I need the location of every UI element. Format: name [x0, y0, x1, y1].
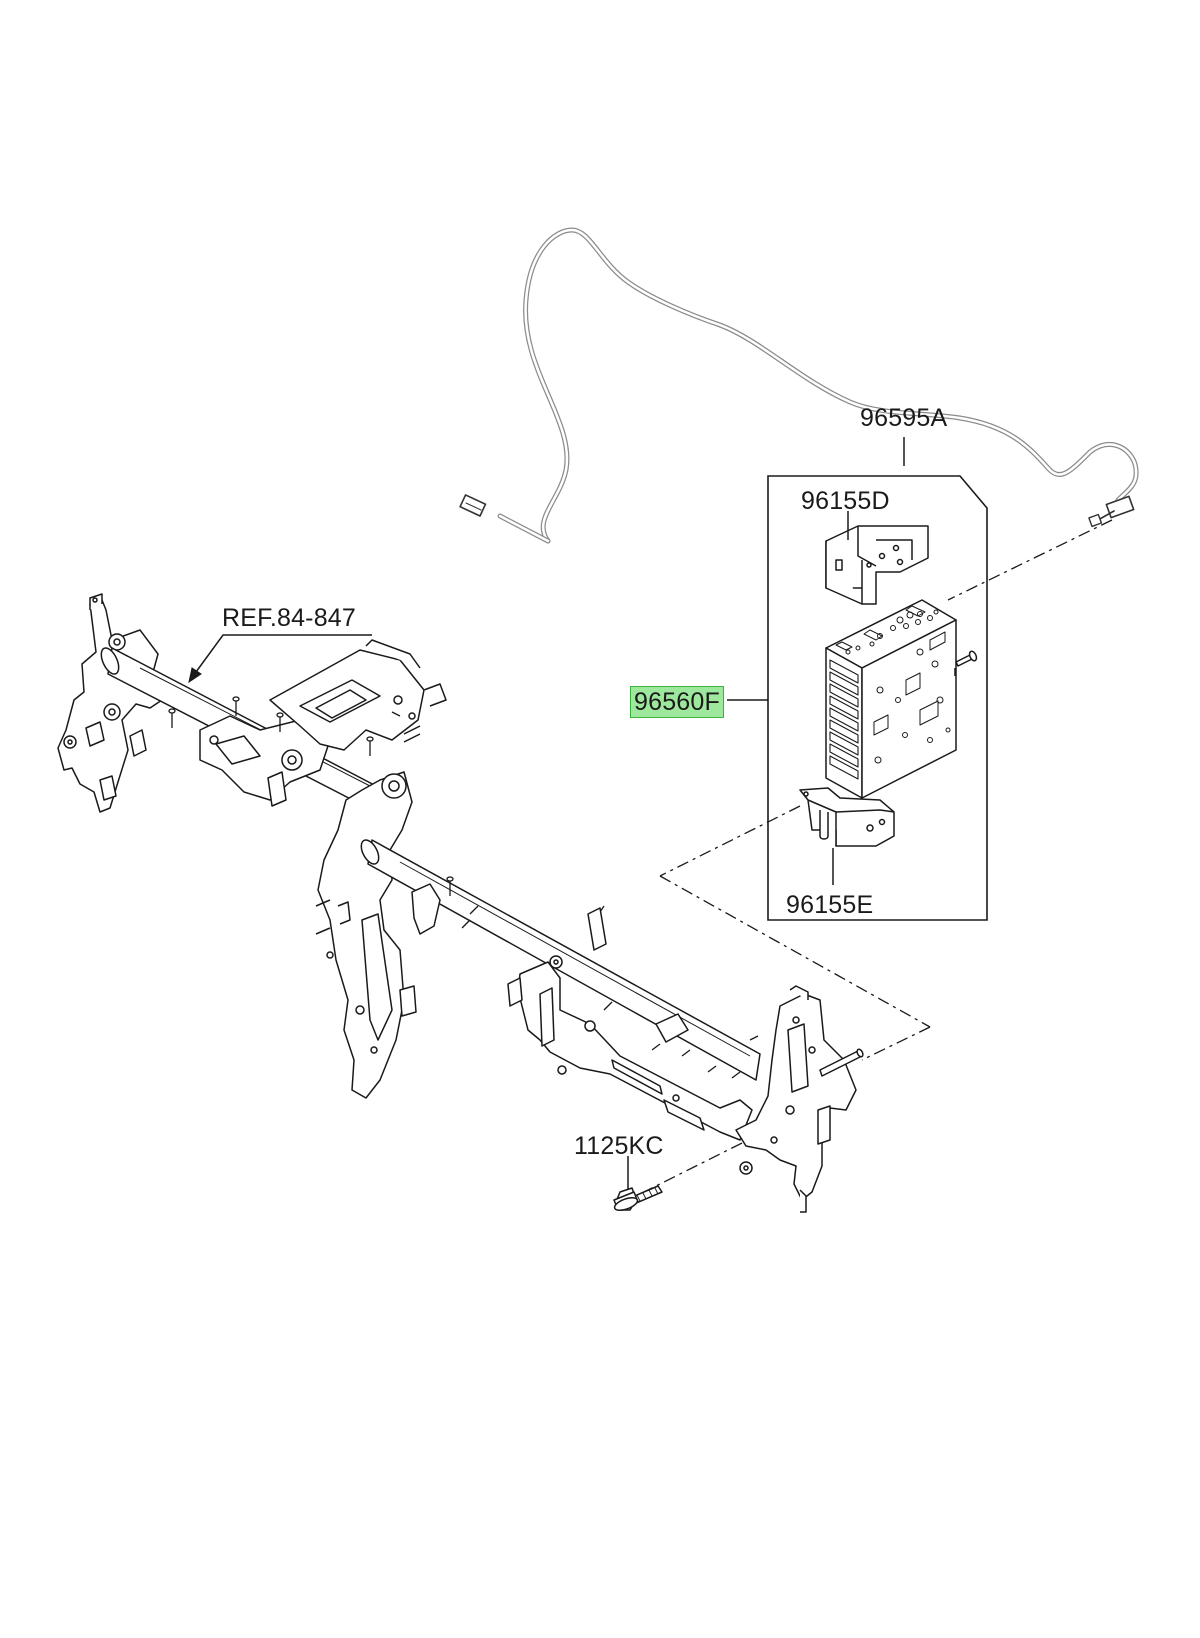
- crossmember-drawing: [57, 593, 864, 1213]
- antenna-cable-drawing: [459, 227, 1139, 544]
- callout-96595a[interactable]: 96595A: [860, 404, 948, 432]
- assembly-group-box: [767, 475, 988, 921]
- callout-96155d[interactable]: 96155D: [801, 487, 890, 515]
- receiver-unit-drawing: [825, 599, 978, 799]
- leader-ref-84-847: [188, 634, 372, 684]
- callout-1125kc[interactable]: 1125KC: [574, 1132, 664, 1160]
- upper-bracket-drawing: [825, 525, 929, 605]
- callout-96155e[interactable]: 96155E: [786, 891, 874, 919]
- lower-bracket-drawing: [799, 787, 895, 847]
- callout-ref-84-847[interactable]: REF.84-847: [222, 604, 357, 632]
- assembly-center-lines: [635, 519, 1113, 1197]
- bolt-drawing: [613, 1185, 663, 1211]
- callout-96560f[interactable]: 96560F: [630, 686, 724, 718]
